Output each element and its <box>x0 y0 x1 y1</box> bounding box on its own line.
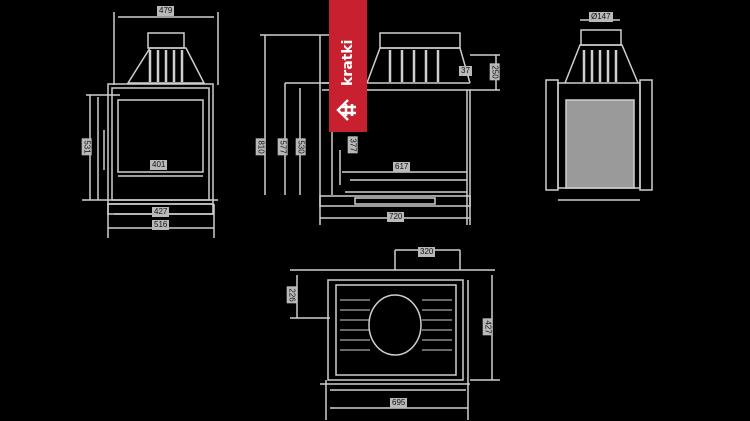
front-top-width-label: 479 <box>157 6 175 16</box>
side-depth-inner-label: 617 <box>393 162 411 172</box>
top-width-label: 695 <box>390 398 408 408</box>
top-flue-offset-label: 320 <box>418 247 436 257</box>
kratki-logo-icon <box>336 99 356 121</box>
side-h3-label: 530 <box>295 138 306 156</box>
side-h4-label: 377 <box>347 136 358 154</box>
top-depth-label: 427 <box>482 318 493 336</box>
front-base-inner-label: 427 <box>152 207 170 217</box>
back-view <box>545 19 653 201</box>
front-height-label: 531 <box>81 138 92 156</box>
back-flue-diameter-label: Ø147 <box>589 12 613 22</box>
side-view <box>260 32 500 225</box>
side-flue-height-label: 250 <box>489 63 500 81</box>
side-depth-total-label: 720 <box>387 212 405 222</box>
front-inner-width-label: 401 <box>150 160 168 170</box>
kratki-brand-banner: kratki <box>329 0 367 132</box>
side-flue-offset-label: 37 <box>459 66 472 76</box>
front-view <box>82 12 219 238</box>
side-h2-label: 577 <box>277 138 288 156</box>
front-base-outer-label: 516 <box>152 220 170 230</box>
side-total-height-label: 810 <box>255 138 266 156</box>
top-view <box>290 249 500 420</box>
top-flue-depth-label: 226 <box>286 286 297 304</box>
brand-name: kratki <box>340 39 356 87</box>
